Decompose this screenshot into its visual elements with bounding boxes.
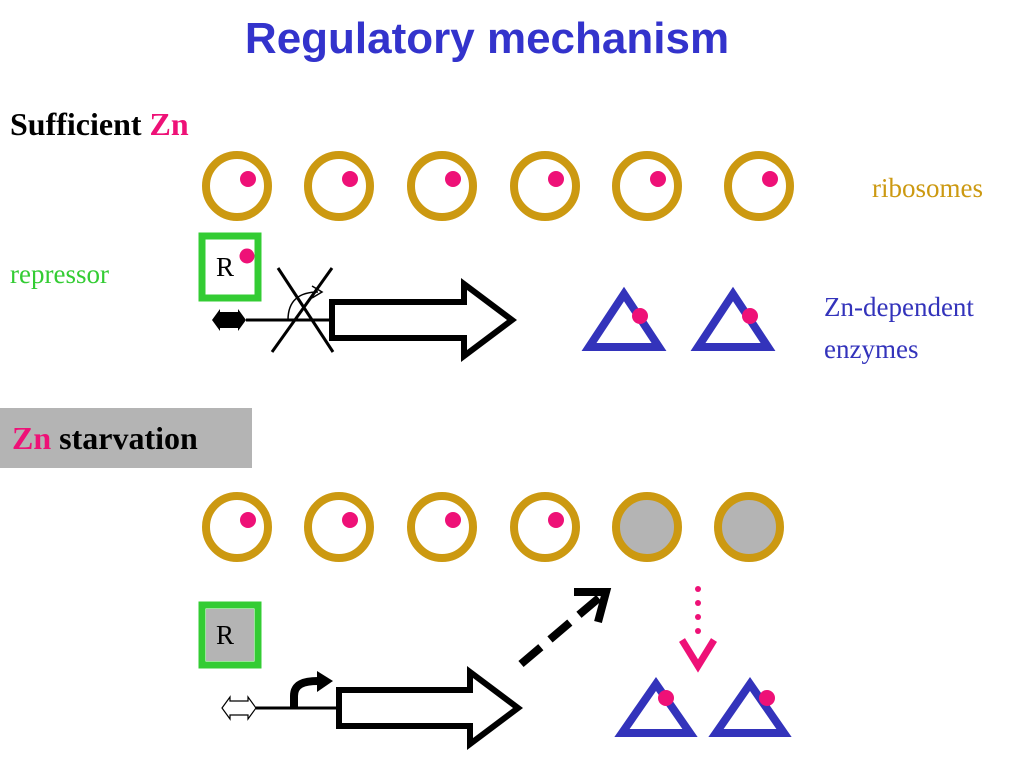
- ribosomes-label: ribosomes: [872, 173, 983, 203]
- enzyme-triangle: [690, 286, 776, 351]
- repressor-box-fill: [206, 609, 254, 661]
- zn-dot: [445, 171, 461, 187]
- zn-starvation-heading: Zn starvation: [0, 408, 252, 468]
- enzyme-triangle: [581, 286, 667, 351]
- block-cross-line-2: [276, 267, 335, 353]
- ribosome-row-sufficient: [202, 151, 794, 221]
- repressor-box-free: [198, 601, 262, 669]
- operator-free-icon: [221, 695, 257, 721]
- operator-bound-icon: [212, 309, 246, 331]
- ribosome-without-zn: [714, 492, 784, 562]
- zn-dot: [632, 308, 648, 324]
- block-cross-line-1: [270, 267, 334, 353]
- ribosome-with-zn: [510, 492, 580, 562]
- zn-dot: [658, 690, 674, 706]
- zn-dot: [445, 512, 461, 528]
- zn-dot: [762, 171, 778, 187]
- ribosome-with-zn: [612, 151, 682, 221]
- repressor-box-bound: [198, 232, 262, 302]
- zn-word: Zn: [12, 420, 52, 456]
- ribosome-with-zn: [407, 151, 477, 221]
- zn-dot: [240, 171, 256, 187]
- zn-dot: [240, 512, 256, 528]
- dashed-expression-arrow-head: [574, 588, 612, 624]
- repressor-letter: R: [216, 620, 234, 650]
- gene-arrow-starvation: [336, 666, 523, 750]
- zn-dot: [239, 248, 255, 264]
- sufficient-zn-heading: Sufficient Zn: [10, 106, 189, 143]
- promoter-arrow-head-blocked: [311, 285, 324, 299]
- zn-dot: [342, 512, 358, 528]
- enzyme-triangle: [614, 676, 698, 737]
- gene-arrow-sufficient: [329, 278, 517, 362]
- zn-dot: [342, 171, 358, 187]
- enzyme-triangle: [708, 676, 792, 737]
- ribosome-with-zn: [724, 151, 794, 221]
- promoter-arrow-head-active: [317, 671, 333, 692]
- zn-dot: [548, 171, 564, 187]
- ribosome-without-zn: [612, 492, 682, 562]
- sufficient-word: Sufficient: [10, 106, 142, 142]
- page-title: Regulatory mechanism: [244, 14, 730, 63]
- zn-word: Zn: [149, 106, 189, 142]
- enzymes-label-line1: Zn-dependent: [824, 292, 974, 322]
- ribosome-row-starvation: [202, 492, 784, 562]
- ribosome-with-zn: [304, 492, 374, 562]
- repressor-label: repressor: [10, 259, 109, 289]
- dashed-expression-arrow: [518, 593, 603, 668]
- zn-dot: [742, 308, 758, 324]
- ribosome-with-zn: [202, 492, 272, 562]
- ribosome-with-zn: [407, 492, 477, 562]
- zn-release-dotted-arrow: [679, 586, 717, 673]
- ribosome-with-zn: [510, 151, 580, 221]
- zn-dot: [548, 512, 564, 528]
- zn-dot: [759, 690, 775, 706]
- promoter-arrow-active: [290, 677, 319, 708]
- zn-dot: [650, 171, 666, 187]
- ribosome-with-zn: [202, 151, 272, 221]
- starvation-word: starvation: [59, 420, 198, 456]
- repressor-letter: R: [216, 252, 234, 282]
- enzymes-label-line2: enzymes: [824, 334, 919, 364]
- ribosome-with-zn: [304, 151, 374, 221]
